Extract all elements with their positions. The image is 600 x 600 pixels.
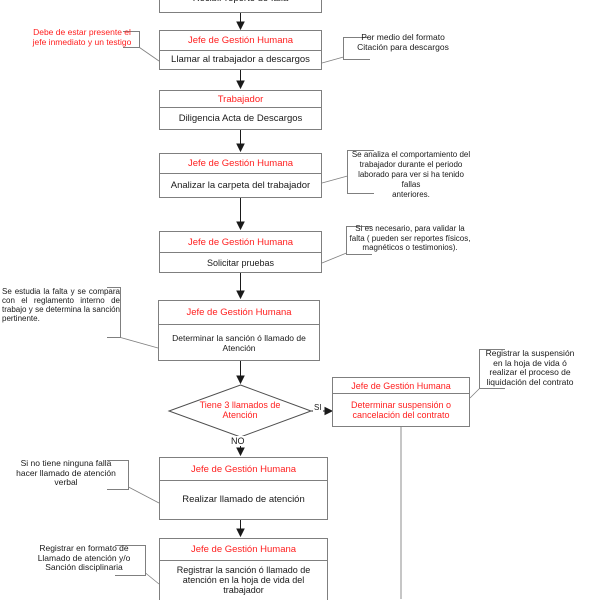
bracket-right-pruebas [346,226,372,255]
bracket-right-citacion [343,37,370,60]
annotation-formato-sancion: Registrar en formato de Llamado de atenc… [37,543,131,572]
flow-box-determinar-sancion: Jefe de Gestión Humana Determinar la san… [158,300,320,361]
arrowhead-to-analizar [236,143,245,153]
flow-box-determinar-body: Determinar la sanción ó llamado de Atenc… [172,332,306,353]
flow-box-registrar-sancion: Jefe de Gestión Humana Registrar la sanc… [159,538,328,600]
flow-box-llamar-body: Llamar al trabajador a descargos [171,54,310,65]
arrowhead-to-realizar [236,447,245,457]
flow-box-diligencia-header: Trabajador [160,91,321,108]
arrowhead-to-registrar [236,528,245,538]
arrowhead-to-determinar [236,290,245,300]
flow-box-recibir-label: Recibir reporte de falla [160,0,321,12]
bracket-right-registrar-susp [479,349,505,389]
arrowhead-to-decision [236,375,245,385]
bracket-left-formato [115,545,146,576]
annotation-validar-falta: Si es necesario, para validar la falta (… [349,224,471,252]
bracket-right-analiza [347,150,374,194]
flow-box-solicitar-body: Solicitar pruebas [206,257,275,268]
connector-left-verbal [128,486,160,504]
connector-right-pruebas [321,252,347,264]
flow-box-suspension-body: Determinar suspensión o cancelación del … [350,400,452,420]
flow-box-analizar-carpeta: Jefe de Gestión Humana Analizar la carpe… [159,153,322,198]
flow-box-llamar-descargos: Jefe de Gestión Humana Llamar al trabaja… [159,30,322,70]
flow-box-registrar-header: Jefe de Gestión Humana [160,539,327,561]
annotation-llamado-verbal: Si no tiene ninguna falla hacer llamado … [16,458,116,487]
flow-box-solicitar-pruebas: Jefe de Gestión Humana Solicitar pruebas [159,231,322,273]
flow-box-realizar-body: Realizar llamado de atención [182,494,305,505]
annotation-testigo: Debe de estar presente el jefe inmediato… [32,27,132,47]
bracket-left-verbal [107,460,129,490]
flow-box-llamar-header: Jefe de Gestión Humana [160,31,321,51]
arrowhead-to-suspension [324,406,334,416]
connector-left-formato [145,572,160,585]
decision-yes-label: SI [313,403,323,412]
connector-right-registrar-susp [469,388,480,399]
flow-box-recibir-reporte: Recibir reporte de falla [159,0,322,13]
decision-diamond-label: Tiene 3 llamados de Atención [199,400,281,420]
flow-box-analizar-header: Jefe de Gestión Humana [160,154,321,174]
flow-box-diligencia-body: Diligencia Acta de Descargos [178,112,303,124]
flow-box-suspension-contrato: Jefe de Gestión Humana Determinar suspen… [332,377,470,427]
annotation-registrar-suspension: Registrar la suspensión en la hoja de vi… [485,348,575,387]
annotation-analiza-comportamiento: Se analiza el comportamiento del trabaja… [351,150,471,199]
flow-box-solicitar-header: Jefe de Gestión Humana [160,232,321,253]
flow-box-registrar-body: Registrar la sanción ó llamado de atenci… [176,565,311,595]
bracket-left-testigo [123,31,140,48]
flow-box-analizar-body: Analizar la carpeta del trabajador [170,179,311,191]
bracket-left-estudia [107,287,121,338]
flow-box-diligencia-acta: Trabajador Diligencia Acta de Descargos [159,90,322,130]
annotation-estudia-falta: Se estudia la falta y se compara con el … [2,287,120,323]
flow-box-determinar-header: Jefe de Gestión Humana [159,301,319,325]
flow-box-realizar-header: Jefe de Gestión Humana [160,458,327,481]
connector-left-testigo [139,47,160,62]
decision-no-label: NO [230,436,246,446]
arrowhead-to-solicitar [236,221,245,231]
flow-box-suspension-header: Jefe de Gestión Humana [333,378,469,394]
connector-right-analiza [321,175,348,184]
annotation-citacion: Por medio del formato Citación para desc… [357,32,449,52]
arrowhead-to-diligencia [236,80,245,90]
connector-right-citacion [321,56,344,64]
arrowhead-to-llamar [236,21,245,31]
connector-left-estudia [120,337,159,349]
flow-box-realizar-llamado: Jefe de Gestión Humana Realizar llamado … [159,457,328,520]
